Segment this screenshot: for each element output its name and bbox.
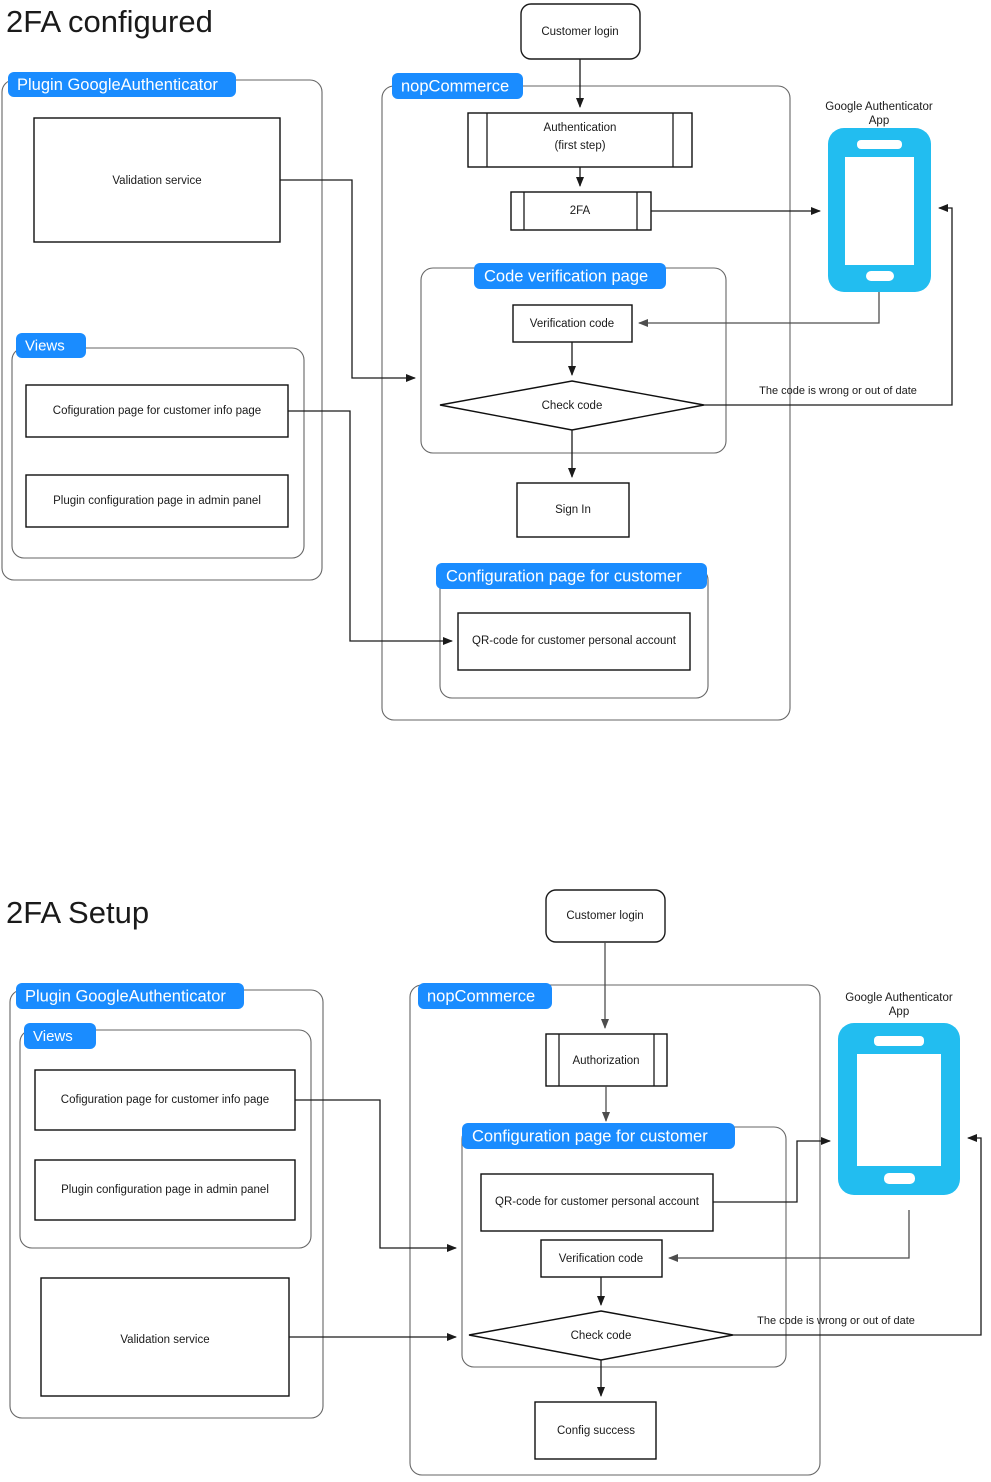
tag-views-configured: Views: [16, 333, 86, 358]
node-qr-code-setup-label: QR-code for customer personal account: [495, 1196, 700, 1208]
flow-views-config-to-qr-code: [288, 410, 453, 645]
group-nopcommerce-configured: [381, 85, 791, 721]
node-config-success-setup: [534, 1401, 657, 1460]
node-qr-code-configured-label: QR-code for customer personal account: [472, 635, 677, 647]
node-verification-code-setup-label: Verification code: [559, 1253, 643, 1265]
node-validation-service-configured-label: Validation service: [112, 175, 201, 187]
node-customer-login-setup-label: Customer login: [566, 910, 643, 922]
flow-check-code-retry-to-phone: [704, 204, 953, 406]
tag-configuration-page-customer-setup-label: Configuration page for customer: [472, 1127, 708, 1145]
flow-qr-code-to-phone: [713, 1137, 831, 1203]
tag-plugin-googleauthenticator-setup-label: Plugin GoogleAuthenticator: [25, 987, 226, 1005]
node-views-admin-page-setup: [34, 1159, 296, 1221]
edge-label-wrong-code-setup: The code is wrong or out of date: [757, 1315, 915, 1327]
flow-phone-to-verification-code-setup: [668, 1210, 910, 1262]
google-authenticator-phone-icon-configured: [828, 128, 931, 292]
flow-validation-service-to-code-verification: [280, 179, 416, 382]
tag-code-verification-page-configured-label: Code verification page: [484, 267, 648, 285]
tag-nopcommerce-configured-label: nopCommerce: [401, 77, 509, 95]
tag-configuration-page-customer-setup: Configuration page for customer: [462, 1123, 735, 1149]
node-views-admin-page-configured-label: Plugin configuration page in admin panel: [53, 495, 261, 507]
node-qr-code-configured: [457, 612, 691, 671]
tag-plugin-googleauthenticator-setup: Plugin GoogleAuthenticator: [16, 983, 244, 1009]
node-views-admin-page-configured: [25, 474, 289, 528]
node-validation-service-setup: [40, 1277, 290, 1397]
node-verification-code-setup: [540, 1239, 663, 1278]
node-qr-code-setup: [480, 1173, 714, 1232]
phone-label-line1-configured: Google Authenticator: [825, 101, 933, 113]
section-title-setup: 2FA Setup: [6, 895, 149, 930]
node-authentication-configured-label: Authentication: [544, 122, 617, 134]
flow-phone-to-verification-code: [638, 291, 880, 327]
node-verification-code-configured-label: Verification code: [530, 318, 614, 330]
node-views-config-page-configured: [25, 384, 289, 438]
node-validation-service-configured: [33, 117, 281, 243]
node-validation-service-setup-label: Validation service: [120, 1334, 209, 1346]
tag-nopcommerce-configured: nopCommerce: [392, 73, 523, 99]
node-check-code-configured-label: Check code: [542, 400, 603, 412]
tag-plugin-googleauthenticator-configured: Plugin GoogleAuthenticator: [8, 72, 236, 97]
tag-views-configured-label: Views: [25, 337, 65, 354]
tag-configuration-page-customer-configured-label: Configuration page for customer: [446, 567, 682, 585]
phone-label-line1-setup: Google Authenticator: [845, 992, 953, 1004]
node-check-code-setup-label: Check code: [571, 1330, 632, 1342]
node-config-success-setup-label: Config success: [557, 1425, 635, 1437]
phone-label-line2-configured: App: [869, 115, 889, 127]
group-views-setup: [19, 1029, 312, 1249]
tag-views-setup: Views: [24, 1023, 96, 1049]
phone-label-line2-setup: App: [889, 1006, 909, 1018]
section-title-configured: 2FA configured: [6, 4, 213, 39]
group-nopcommerce-setup: [409, 984, 821, 1476]
edge-label-wrong-code-configured: The code is wrong or out of date: [759, 385, 917, 397]
group-views-configured: [11, 347, 305, 559]
node-authentication-configured-sublabel: (first step): [554, 140, 605, 152]
tag-configuration-page-customer-configured: Configuration page for customer: [436, 563, 707, 589]
node-views-admin-page-setup-label: Plugin configuration page in admin panel: [61, 1184, 269, 1196]
node-views-config-page-configured-label: Cofiguration page for customer info page: [53, 405, 261, 417]
node-sign-in-configured-label: Sign In: [555, 504, 591, 516]
tag-nopcommerce-setup-label: nopCommerce: [427, 987, 535, 1005]
tag-views-setup-label: Views: [33, 1028, 73, 1045]
node-sign-in-configured: [516, 482, 630, 538]
node-authentication-configured: [467, 112, 693, 168]
tag-plugin-googleauthenticator-configured-label: Plugin GoogleAuthenticator: [17, 76, 218, 94]
node-views-config-page-setup-label: Cofiguration page for customer info page: [61, 1094, 269, 1106]
node-verification-code-configured: [512, 304, 633, 343]
node-customer-login-configured-label: Customer login: [541, 26, 618, 38]
tag-nopcommerce-setup: nopCommerce: [418, 983, 552, 1009]
tag-code-verification-page-configured: Code verification page: [474, 263, 666, 289]
node-2fa-configured-label: 2FA: [570, 205, 591, 217]
google-authenticator-phone-icon-setup: [838, 1023, 960, 1195]
node-authorization-setup-label: Authorization: [572, 1055, 639, 1067]
flow-views-config-to-config-page-setup: [295, 1099, 457, 1252]
flow-check-code-retry-to-phone-setup: [733, 1134, 982, 1336]
